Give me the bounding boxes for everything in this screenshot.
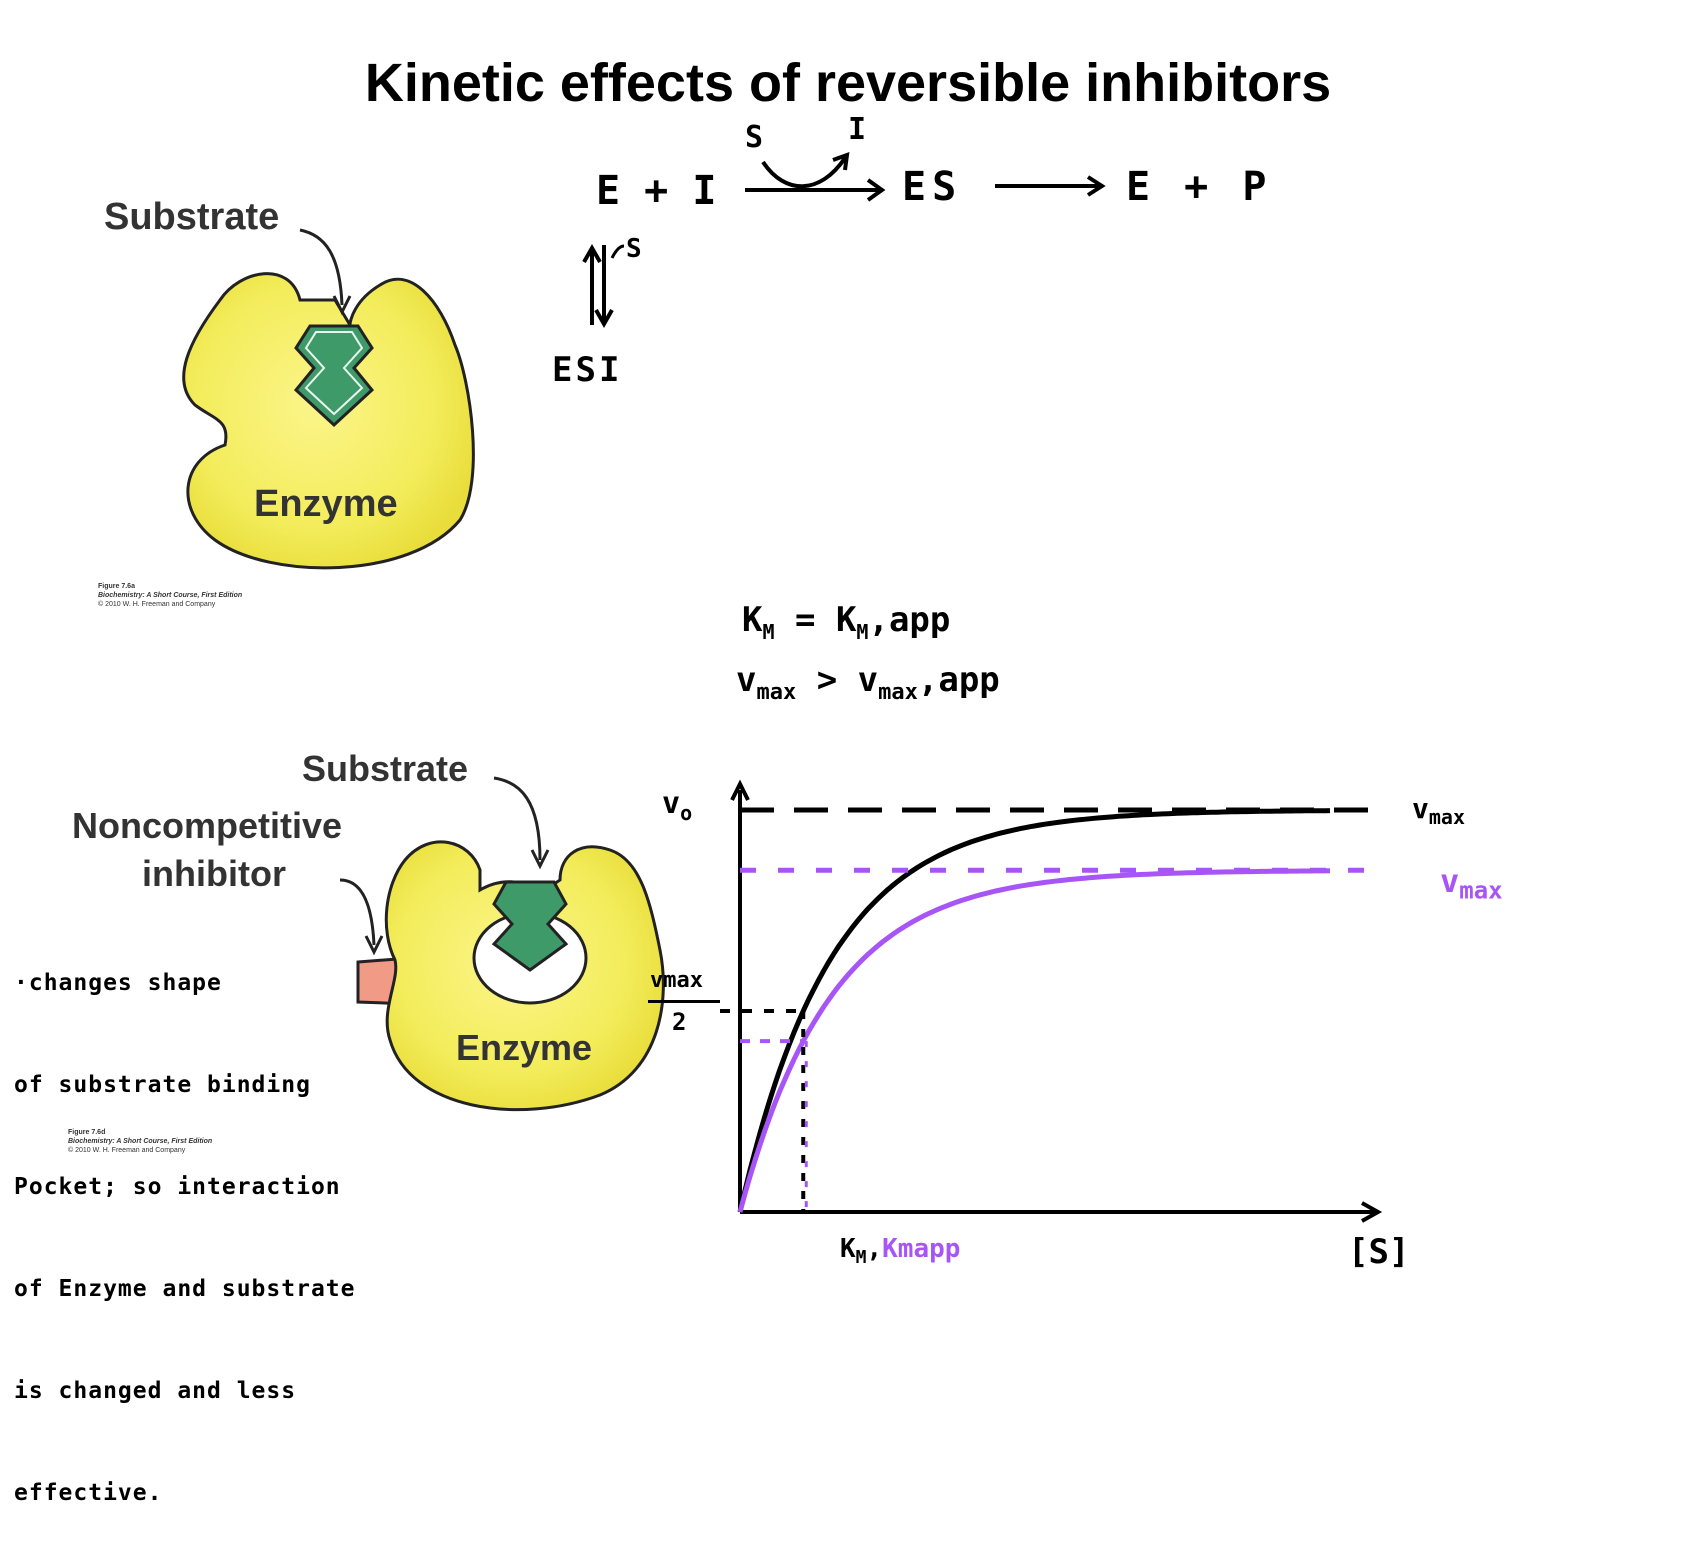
reaction-complex: ES: [902, 164, 963, 210]
half-vmax-fraction-bar: [648, 1000, 720, 1003]
substrate-label-d: Substrate: [302, 748, 469, 789]
reaction-products: E + P: [1126, 164, 1267, 210]
reaction-esi: ESI: [552, 350, 623, 390]
handwritten-notes: ·changes shape of substrate binding Pock…: [14, 898, 356, 1544]
note-line: Pocket; so interaction: [14, 1174, 341, 1200]
substrate-shape: [293, 324, 375, 428]
reaction-side-s: S: [626, 234, 642, 264]
figure-credit-a: Figure 7.6a Biochemistry: A Short Course…: [98, 583, 243, 608]
inhibitor-label-line1: Noncompetitive: [72, 805, 343, 846]
enzyme-label-a: Enzyme: [254, 483, 398, 525]
note-line: ·changes shape: [14, 970, 222, 996]
km-axis-label: KM,Kmapp: [840, 1234, 961, 1269]
michaelis-menten-plot: [720, 779, 1383, 1223]
reaction-curve-in: S: [745, 120, 764, 155]
vmax-equation: vmax > vmax,app: [736, 660, 1000, 705]
vmax-label-black: vmax: [1412, 792, 1465, 829]
note-line: effective.: [14, 1480, 163, 1506]
half-vmax-numerator: vmax: [650, 968, 703, 993]
equilibrium-arrows: [582, 243, 625, 329]
x-axis-label: [S]: [1348, 1232, 1410, 1272]
reaction-reactants: E + I: [596, 168, 717, 214]
note-line: is changed and less: [14, 1378, 297, 1404]
enzyme-label-d: Enzyme: [456, 1027, 593, 1068]
reaction-arrow-1: [745, 152, 886, 202]
reaction-arrow-2: [995, 175, 1106, 197]
substrate-label-a: Substrate: [104, 196, 280, 238]
half-vmax-denominator: 2: [672, 1008, 687, 1036]
curve-no-inhibitor: [737, 808, 1331, 1213]
reaction-curve-out: I: [848, 112, 867, 147]
curve-noncompetitive: [737, 868, 1331, 1213]
inhibitor-label-line2: inhibitor: [142, 853, 286, 894]
noncompetitive-inhibitor-illustration: [340, 776, 665, 1112]
km-equation: KM = KM,app: [742, 600, 951, 644]
substrate-shape-d: [491, 880, 569, 972]
page-title: Kinetic effects of reversible inhibitors: [364, 53, 1332, 113]
y-axis-label: vo: [662, 786, 693, 825]
enzyme-substrate-illustration: [182, 228, 475, 570]
figure-credit-d: Figure 7.6d Biochemistry: A Short Course…: [68, 1129, 213, 1154]
vmax-label-purple: vmax: [1440, 862, 1503, 905]
note-line: of substrate binding: [14, 1072, 311, 1098]
note-line: of Enzyme and substrate: [14, 1276, 356, 1302]
